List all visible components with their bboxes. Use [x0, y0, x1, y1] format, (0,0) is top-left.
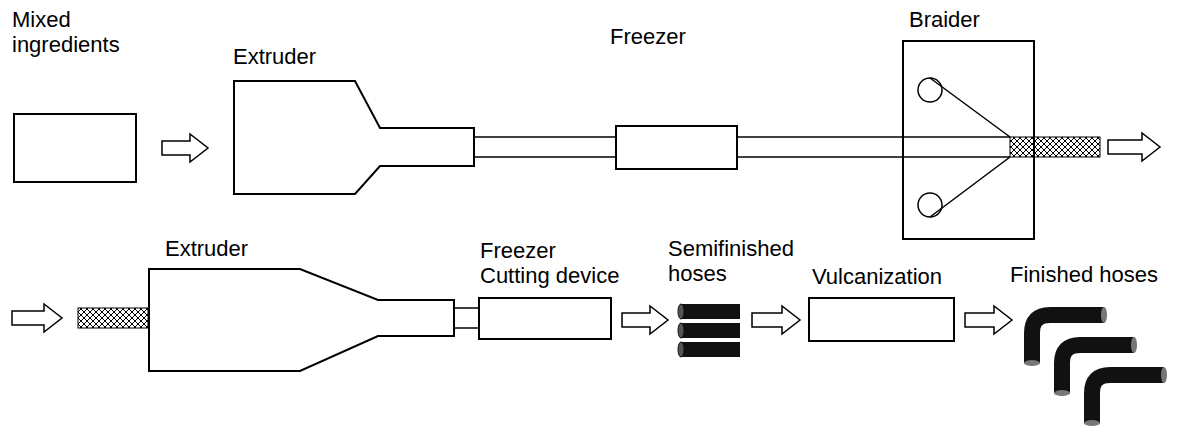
- extruder-machine-outline: [233, 80, 475, 195]
- extruder-outline: [149, 269, 454, 371]
- hose-end: [1131, 337, 1137, 353]
- node-label: Freezer Cutting device: [480, 238, 625, 289]
- hose-end: [1161, 367, 1167, 383]
- hose-body: [1092, 375, 1164, 423]
- node-label: Extruder: [233, 44, 383, 69]
- hose-end: [1054, 390, 1070, 396]
- cutting-box: Freezer Cutting device: [478, 297, 612, 340]
- hose-tube: [455, 308, 478, 328]
- braided-hose: [78, 308, 148, 328]
- hose-end: [678, 342, 684, 357]
- flow-arrow: [965, 306, 1012, 334]
- hose-body: [680, 342, 740, 357]
- node-label: Semifinished hoses: [668, 236, 808, 287]
- vulcanization-box: Vulcanization: [808, 297, 955, 342]
- finished-hoses: Finished hoses: [1020, 300, 1180, 425]
- semifinished-hoses: Semifinished hoses: [676, 298, 744, 360]
- braider-box: Braider: [902, 40, 1035, 240]
- hose-end: [1084, 420, 1100, 426]
- node-label: Vulcanization: [812, 264, 982, 289]
- flow-arrow: [162, 134, 208, 162]
- node-label: Mixed ingredients: [12, 7, 147, 58]
- hose-tube: [738, 137, 902, 157]
- node-label: Freezer: [610, 24, 750, 49]
- braided-hose: [1010, 137, 1100, 157]
- hose-end: [1101, 307, 1107, 323]
- flow-arrow: [752, 306, 800, 334]
- node-label: Extruder: [165, 236, 315, 261]
- hose-end: [678, 304, 684, 319]
- node-label: Finished hoses: [1010, 262, 1185, 287]
- extruder-outline: [234, 81, 474, 194]
- finished-hoses-outline: [1020, 300, 1180, 425]
- node-label: Braider: [909, 7, 1049, 32]
- extruder-machine: Extruder: [233, 80, 475, 195]
- hose-body: [680, 323, 740, 338]
- extruder-machine-outline: [148, 268, 455, 372]
- hose-body: [680, 304, 740, 319]
- flow-arrow: [622, 306, 668, 334]
- freezer-box: Freezer: [615, 125, 738, 170]
- hose-end: [1024, 360, 1040, 366]
- braider-mechanism: [904, 78, 1010, 217]
- hose-end: [678, 323, 684, 338]
- ingredients-box: Mixed ingredients: [13, 113, 137, 183]
- semifinished-hoses-outline: [676, 298, 744, 360]
- extruder-machine: Extruder: [148, 268, 455, 372]
- hose-tube: [475, 137, 615, 157]
